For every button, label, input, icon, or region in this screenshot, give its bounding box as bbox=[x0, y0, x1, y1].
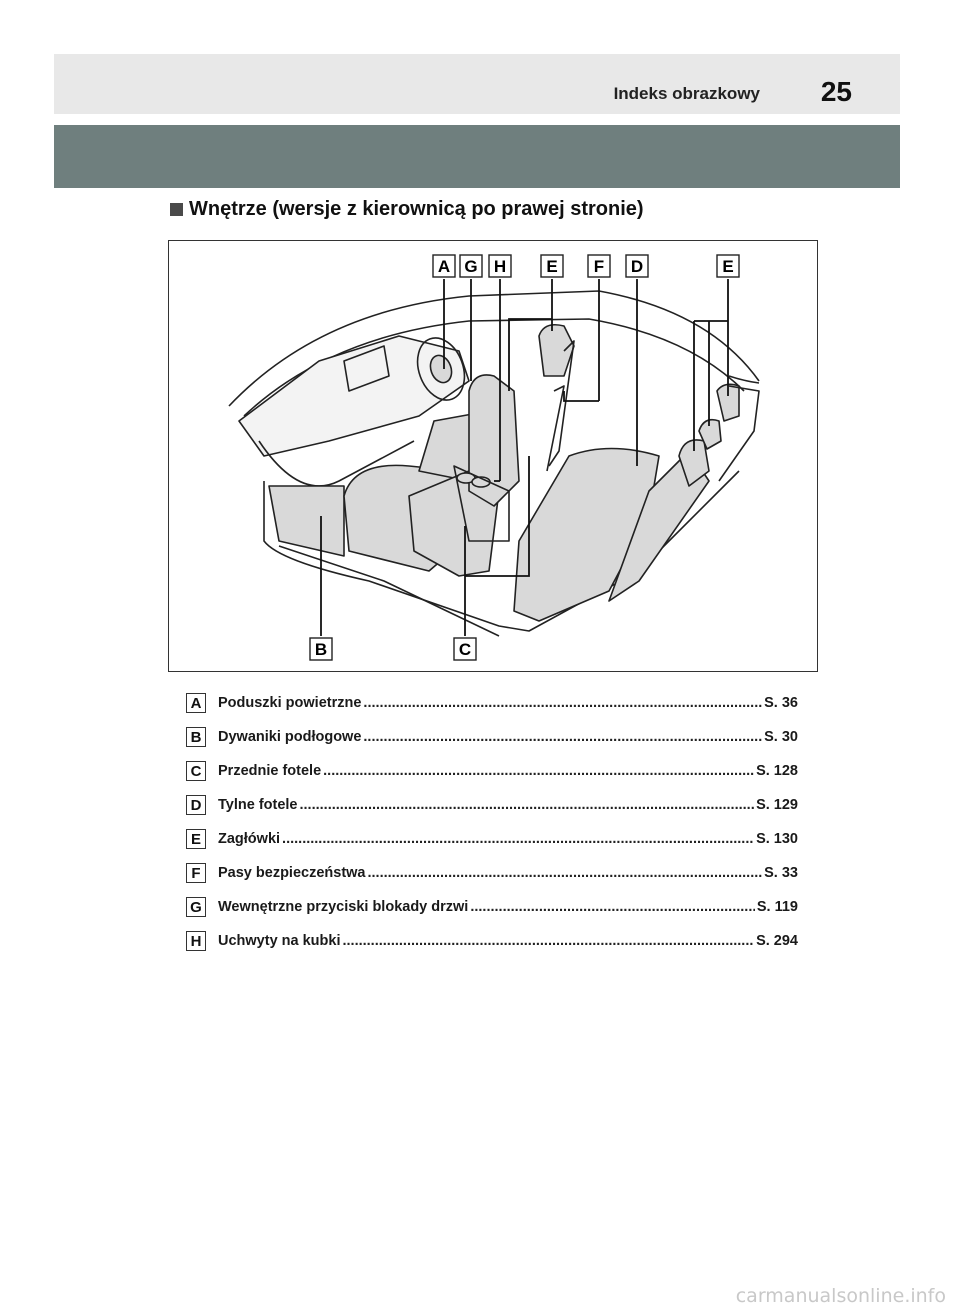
legend-letter: A bbox=[186, 693, 206, 713]
callout-h: H bbox=[488, 254, 512, 278]
page-reference[interactable]: S. 130 bbox=[756, 831, 798, 847]
legend-item: B Dywaniki podłogowe S. 30 bbox=[186, 720, 798, 754]
callout-f: F bbox=[587, 254, 611, 278]
leader-dots bbox=[470, 899, 755, 915]
page-reference[interactable]: S. 119 bbox=[756, 899, 798, 915]
legend-label: Wewnętrzne przyciski blokady drzwi bbox=[218, 899, 469, 915]
header-band bbox=[54, 125, 900, 188]
callout-label: F bbox=[594, 257, 604, 276]
callout-label: B bbox=[315, 640, 327, 659]
callout-c: C bbox=[453, 637, 477, 661]
callout-label: C bbox=[459, 640, 471, 659]
legend-label: Uchwyty na kubki bbox=[218, 933, 341, 949]
callout-d: D bbox=[625, 254, 649, 278]
legend-item: F Pasy bezpieczeństwa S. 33 bbox=[186, 856, 798, 890]
legend-list: A Poduszki powietrzne S. 36 B Dywaniki p… bbox=[186, 686, 798, 958]
legend-letter: H bbox=[186, 931, 206, 951]
page-reference[interactable]: S. 128 bbox=[756, 763, 798, 779]
legend-letter: D bbox=[186, 795, 206, 815]
callout-label: E bbox=[722, 257, 733, 276]
callout-e-front: E bbox=[540, 254, 564, 278]
leader-dots bbox=[323, 763, 754, 779]
legend-label: Pasy bezpieczeństwa bbox=[218, 865, 366, 881]
legend-label: Tylne fotele bbox=[218, 797, 298, 813]
heading-text: Wnętrze (wersje z kierownicą po prawej s… bbox=[189, 198, 644, 220]
legend-item: C Przednie fotele S. 128 bbox=[186, 754, 798, 788]
site-watermark: carmanualsonline.info bbox=[735, 1285, 946, 1307]
page-number: 25 bbox=[820, 76, 852, 107]
page-reference[interactable]: S. 129 bbox=[756, 797, 798, 813]
legend-letter: B bbox=[186, 727, 206, 747]
legend-letter: G bbox=[186, 897, 206, 917]
leader-dots bbox=[342, 933, 754, 949]
page-reference[interactable]: S. 30 bbox=[764, 729, 798, 745]
interior-illustration: A G H E F D E bbox=[168, 240, 818, 672]
leader-dots bbox=[282, 831, 754, 847]
legend-item: A Poduszki powietrzne S. 36 bbox=[186, 686, 798, 720]
bullet-square-icon bbox=[170, 203, 183, 216]
legend-letter: E bbox=[186, 829, 206, 849]
callout-label: A bbox=[438, 257, 450, 276]
legend-item: H Uchwyty na kubki S. 294 bbox=[186, 924, 798, 958]
callout-label: G bbox=[464, 257, 477, 276]
legend-item: D Tylne fotele S. 129 bbox=[186, 788, 798, 822]
page-reference[interactable]: S. 294 bbox=[756, 933, 798, 949]
callout-e-rear: E bbox=[716, 254, 740, 278]
car-interior-drawing: A G H E F D E bbox=[228, 254, 760, 661]
callout-label: D bbox=[631, 257, 643, 276]
leader-dots bbox=[300, 797, 755, 813]
header-strip bbox=[54, 54, 900, 114]
legend-label: Dywaniki podłogowe bbox=[218, 729, 362, 745]
legend-label: Zagłówki bbox=[218, 831, 281, 847]
page-reference[interactable]: S. 36 bbox=[764, 695, 798, 711]
page-heading: Wnętrze (wersje z kierownicą po prawej s… bbox=[170, 198, 644, 221]
callout-g: G bbox=[459, 254, 483, 278]
legend-item: G Wewnętrzne przyciski blokady drzwi S. … bbox=[186, 890, 798, 924]
callout-label: E bbox=[546, 257, 557, 276]
callout-a: A bbox=[432, 254, 456, 278]
legend-letter: C bbox=[186, 761, 206, 781]
leader-dots bbox=[363, 729, 762, 745]
legend-item: E Zagłówki S. 130 bbox=[186, 822, 798, 856]
section-title: Indeks obrazkowy bbox=[613, 84, 760, 103]
legend-letter: F bbox=[186, 863, 206, 883]
legend-label: Przednie fotele bbox=[218, 763, 322, 779]
callout-label: H bbox=[494, 257, 506, 276]
page-reference[interactable]: S. 33 bbox=[764, 865, 798, 881]
leader-dots bbox=[363, 695, 762, 711]
leader-dots bbox=[368, 865, 763, 881]
callout-b: B bbox=[309, 637, 333, 661]
legend-label: Poduszki powietrzne bbox=[218, 695, 362, 711]
